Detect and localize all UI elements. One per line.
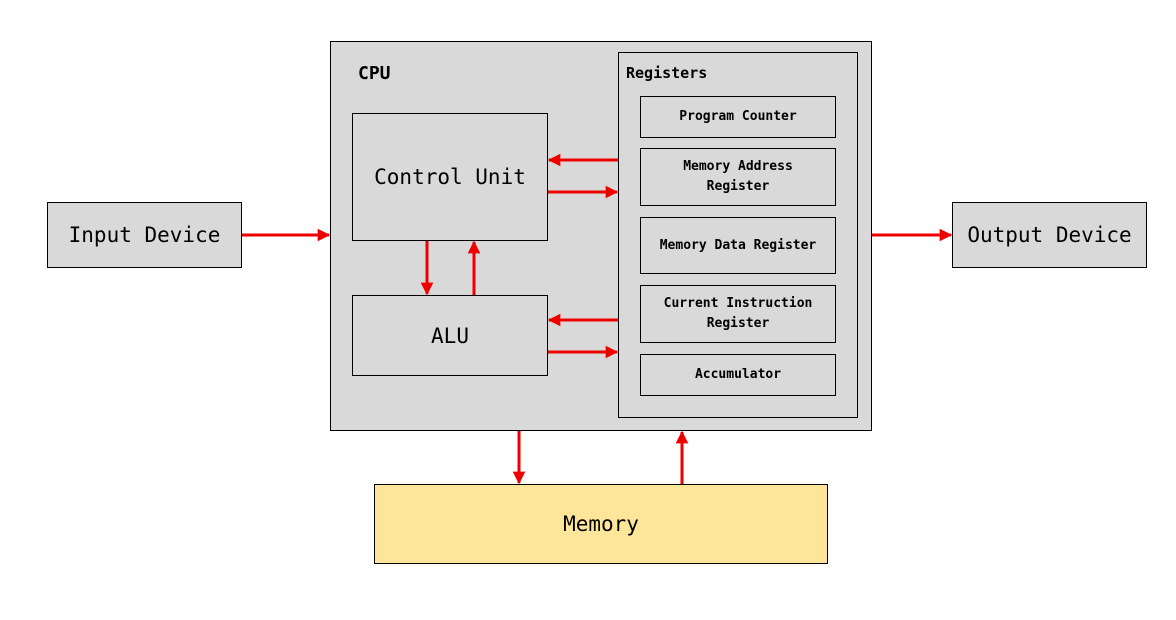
control-unit-box: Control Unit <box>352 113 548 241</box>
memory-address-register: Memory Address Register <box>640 148 836 206</box>
control-unit-label: Control Unit <box>374 165 526 189</box>
output-device-label: Output Device <box>967 223 1132 247</box>
memory-label: Memory <box>563 512 639 536</box>
accumulator-register: Accumulator <box>640 354 836 396</box>
input-device-label: Input Device <box>68 223 221 247</box>
memory-data-register-label: Memory Data Register <box>659 237 817 253</box>
program-counter-label: Program Counter <box>679 109 797 124</box>
memory-box: Memory <box>374 484 828 564</box>
alu-label: ALU <box>431 323 469 348</box>
accumulator-label: Accumulator <box>694 367 782 382</box>
memory-address-register-label: Memory Address Register <box>683 159 793 194</box>
current-instruction-register-label: Current Instruction Register <box>663 296 813 331</box>
registers-label: Registers <box>626 64 708 82</box>
cpu-label: CPU <box>358 63 391 84</box>
alu-box: ALU <box>352 295 548 376</box>
program-counter-register: Program Counter <box>640 96 836 138</box>
current-instruction-register: Current Instruction Register <box>640 285 836 343</box>
output-device-box: Output Device <box>952 202 1147 268</box>
memory-data-register: Memory Data Register <box>640 217 836 274</box>
input-device-box: Input Device <box>47 202 242 268</box>
